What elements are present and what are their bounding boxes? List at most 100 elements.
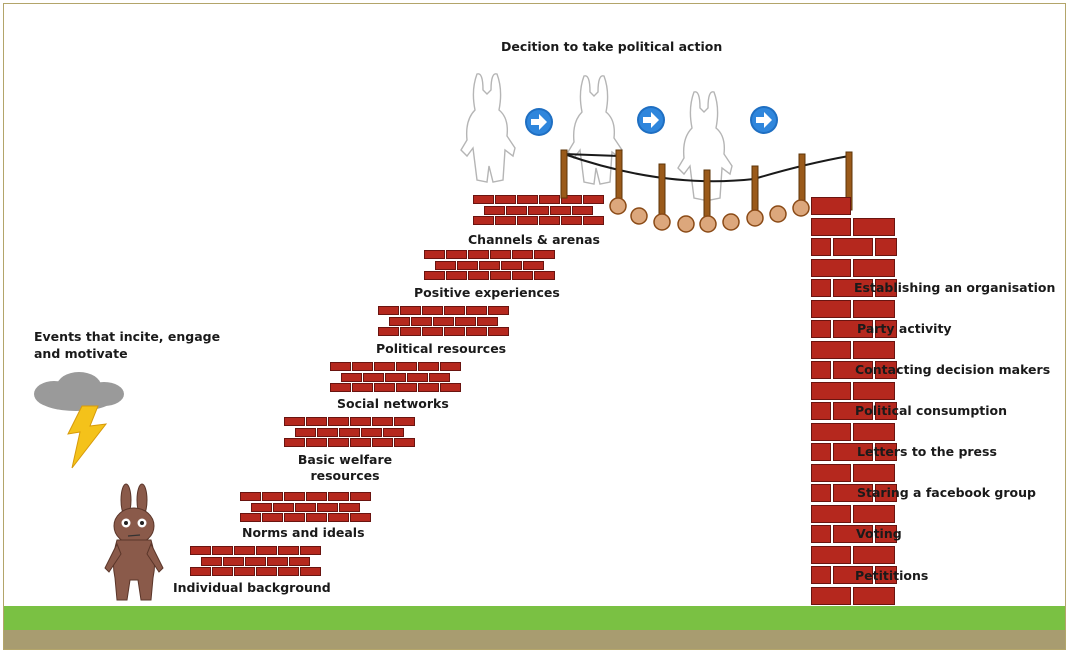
brick — [389, 316, 410, 326]
brick — [400, 306, 421, 315]
storm-cloud-icon — [34, 372, 124, 469]
brick — [339, 427, 360, 437]
action-label-contacting-decision-makers: Contacting decision makers — [855, 362, 1051, 377]
brick — [490, 271, 511, 280]
wall-brick — [853, 258, 895, 277]
brick — [273, 502, 294, 512]
brick — [262, 513, 283, 522]
stair-block — [240, 492, 375, 524]
brick — [278, 546, 299, 555]
brick — [424, 271, 445, 280]
brick — [374, 383, 395, 392]
brick — [278, 567, 299, 576]
step-label-channels-and-arenas: Channels & arenas — [468, 232, 600, 247]
brick — [295, 427, 316, 437]
brick — [473, 216, 494, 225]
brick — [400, 327, 421, 336]
brick — [396, 362, 417, 371]
wall-brick — [811, 525, 831, 543]
brick — [240, 513, 261, 522]
wall-brick — [833, 402, 873, 420]
action-label-petititions: Petititions — [855, 568, 929, 583]
action-label-party-activity: Party activity — [857, 321, 952, 336]
brick — [479, 260, 500, 270]
brick — [484, 205, 505, 215]
brick — [234, 567, 255, 576]
brick — [256, 546, 277, 555]
brick — [446, 271, 467, 280]
wall-brick — [811, 258, 851, 277]
wall-brick — [833, 238, 873, 256]
brick — [240, 492, 261, 501]
brick — [363, 372, 384, 382]
brick — [378, 327, 399, 336]
step-label-social-networks: Social networks — [337, 396, 449, 411]
brick — [468, 271, 489, 280]
brick — [378, 306, 399, 315]
brick — [466, 327, 487, 336]
wall-brick — [833, 361, 873, 379]
brick — [223, 556, 244, 566]
brick — [512, 271, 533, 280]
brick — [394, 438, 415, 447]
brick — [245, 556, 266, 566]
ghost-rabbit-outline-3 — [677, 91, 733, 201]
brick — [466, 306, 487, 315]
step-label-individual-background: Individual background — [173, 580, 331, 595]
rope-bridge — [560, 149, 853, 233]
wall-brick — [811, 197, 851, 215]
brick — [212, 546, 233, 555]
brick — [256, 567, 277, 576]
brick — [517, 216, 538, 225]
brick — [339, 502, 360, 512]
brick — [350, 492, 371, 501]
brick — [317, 502, 338, 512]
arrow-right-icon — [750, 106, 778, 134]
brick — [424, 250, 445, 259]
wall-brick — [811, 361, 831, 379]
action-label-political-consumption: Political consumption — [855, 403, 1008, 418]
brick — [396, 383, 417, 392]
brick — [468, 250, 489, 259]
wall-brick — [811, 381, 851, 400]
brick — [352, 383, 373, 392]
brick — [488, 306, 509, 315]
diagram-title: Decition to take political action — [501, 39, 723, 54]
wall-brick — [811, 402, 831, 420]
wall-brick — [853, 504, 895, 523]
brick — [350, 417, 371, 426]
ghost-rabbit-outline-1 — [460, 73, 516, 183]
brick — [190, 546, 211, 555]
brick — [422, 327, 443, 336]
diagram-canvas: Decition to take political action Events… — [3, 3, 1066, 650]
brick — [561, 216, 582, 225]
brick — [473, 195, 494, 204]
brick — [328, 513, 349, 522]
wall-brick — [875, 238, 897, 256]
stair-block — [190, 546, 325, 578]
wall-brick — [875, 361, 897, 379]
soil-strip — [4, 630, 1065, 649]
step-label-basic-welfare-resources: Basic welfare resources — [297, 452, 393, 483]
wall-brick — [853, 545, 895, 564]
brick — [330, 383, 351, 392]
brick — [284, 513, 305, 522]
brick — [385, 372, 406, 382]
events-label: Events that incite, engage and motivate — [34, 329, 221, 361]
wall-brick — [811, 422, 851, 441]
grass-strip — [4, 606, 1065, 630]
brick — [418, 383, 439, 392]
brick — [306, 513, 327, 522]
brick — [583, 216, 604, 225]
brick — [407, 372, 428, 382]
brick — [350, 438, 371, 447]
brick — [418, 362, 439, 371]
wall-brick — [833, 484, 873, 502]
brick — [495, 216, 516, 225]
wall-brick — [811, 545, 851, 564]
brick — [457, 260, 478, 270]
brick — [429, 372, 450, 382]
brick — [444, 327, 465, 336]
brick — [550, 205, 571, 215]
brick — [361, 427, 382, 437]
